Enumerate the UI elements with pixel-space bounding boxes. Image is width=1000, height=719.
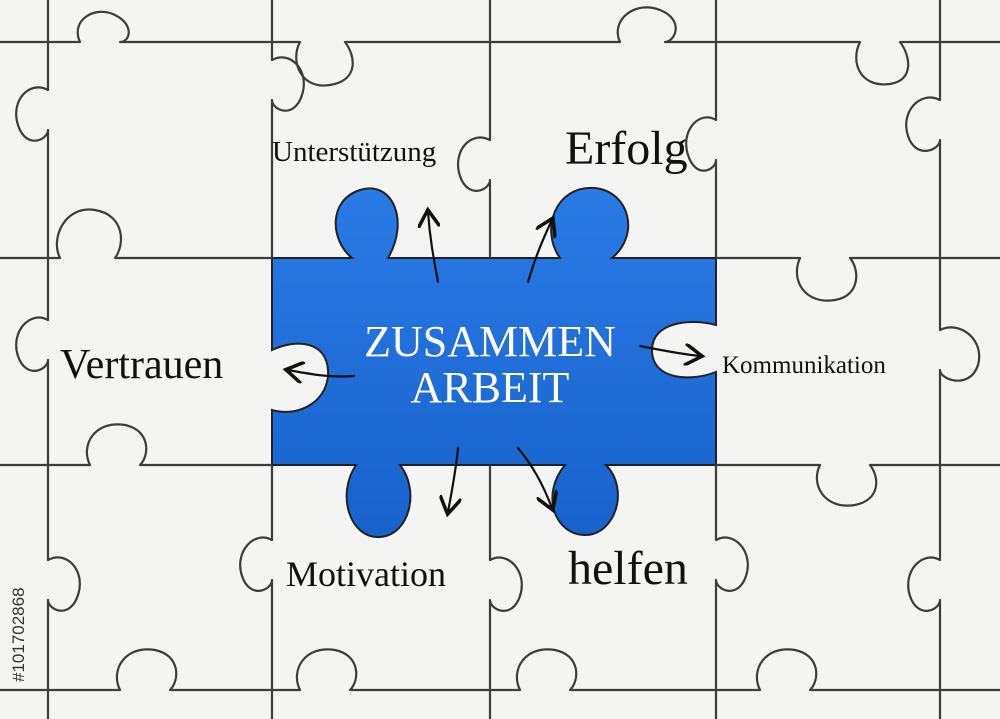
word-vertrauen: Vertrauen	[60, 342, 224, 388]
blue-missing-pieces	[271, 186, 717, 539]
arrow-to-erfolg	[526, 220, 552, 284]
center-title-line2: ARBEIT	[410, 363, 570, 412]
word-helfen: helfen	[568, 542, 688, 595]
center-title-line1: ZUSAMMEN	[364, 317, 616, 366]
arrow-to-vertrauen	[288, 370, 356, 377]
word-unterstuetzung: Unterstützung	[272, 136, 437, 168]
arrows	[288, 212, 700, 512]
stock-id-text: #101702868	[9, 587, 28, 682]
arrow-to-kommunikation	[638, 346, 700, 356]
word-motivation: Motivation	[286, 554, 446, 594]
arrow-to-unterstuetzung	[428, 212, 438, 284]
word-erfolg: Erfolg	[565, 122, 688, 175]
word-kommunikation: Kommunikation	[722, 352, 886, 379]
arrow-to-motivation	[448, 446, 458, 512]
arrow-to-helfen	[516, 446, 552, 508]
